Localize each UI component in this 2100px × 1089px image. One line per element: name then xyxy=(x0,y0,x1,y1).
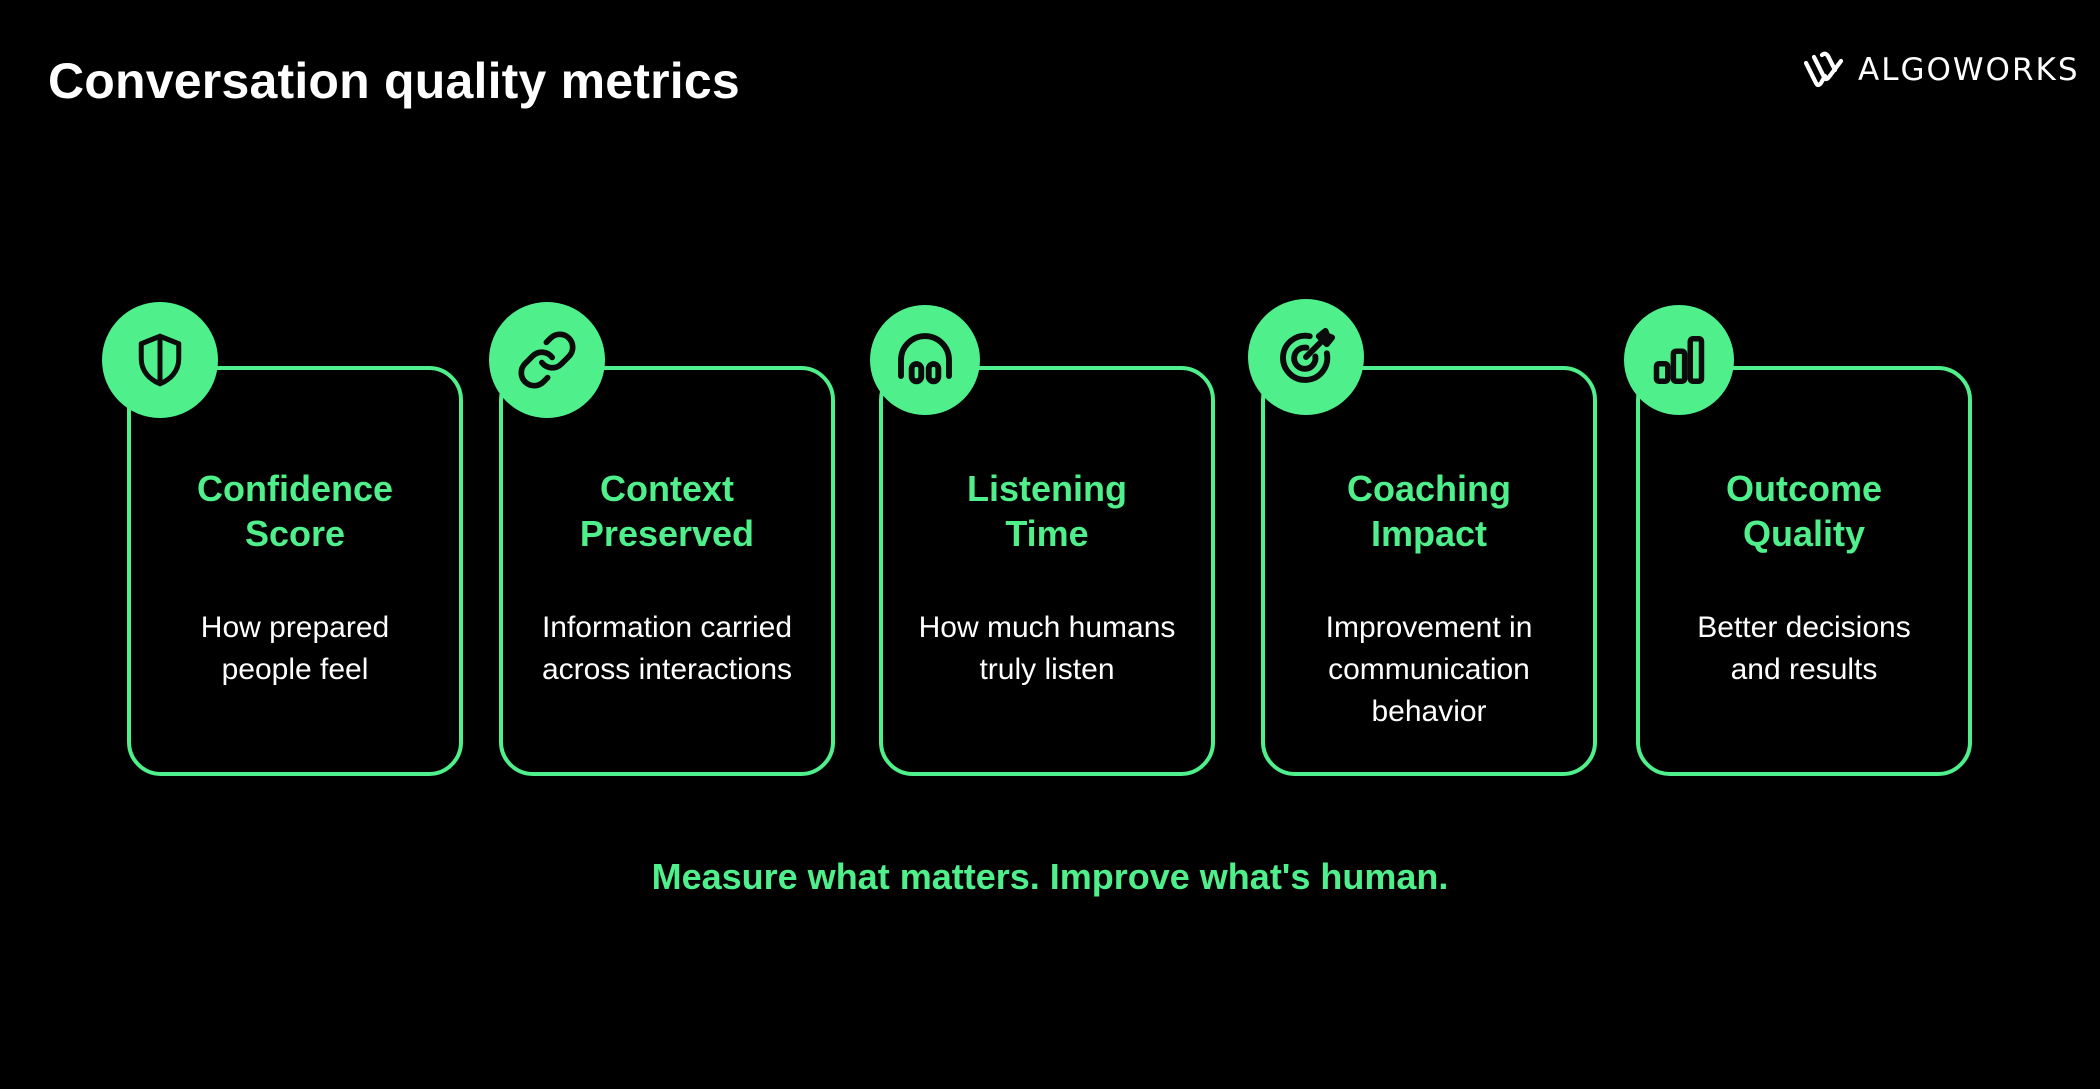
metric-badge xyxy=(1248,299,1364,415)
link-icon xyxy=(518,331,576,389)
metric-description: Improvement in communication behavior xyxy=(1325,611,1533,728)
metric-title: Confidence Score xyxy=(196,468,393,554)
brand-logo: ALGOWORKS xyxy=(1800,46,2080,94)
metric-badge xyxy=(870,305,980,415)
metric-card-context-preserved: Context Preserved Information carried ac… xyxy=(499,366,835,776)
metric-description: Information carried across interactions xyxy=(541,611,793,686)
metric-description: Better decisions and results xyxy=(1697,611,1911,686)
metric-title: Context Preserved xyxy=(579,468,755,554)
metric-card-coaching-impact: Coaching Impact Improvement in communica… xyxy=(1261,366,1597,776)
metric-card-confidence-score: Confidence Score How prepared people fee… xyxy=(127,366,463,776)
page-title: Conversation quality metrics xyxy=(48,53,740,109)
metric-card-outcome-quality: Outcome Quality Better decisions and res… xyxy=(1636,366,1972,776)
metric-title: Outcome Quality xyxy=(1725,468,1883,554)
metric-title: Coaching Impact xyxy=(1346,468,1511,554)
metric-card-listening-time: Listening Time How much humans truly lis… xyxy=(879,366,1215,776)
brand-name: ALGOWORKS xyxy=(1858,52,2080,88)
metric-description: How much humans truly listen xyxy=(918,611,1176,686)
metric-title: Listening Time xyxy=(967,468,1127,554)
metric-badge xyxy=(1624,305,1734,415)
headphones-icon xyxy=(898,333,952,385)
target-icon xyxy=(1280,327,1336,383)
algoworks-logo-icon xyxy=(1803,51,1844,88)
metric-badge xyxy=(102,302,218,418)
bar-chart-icon xyxy=(1653,336,1705,384)
tagline: Measure what matters. Improve what's hum… xyxy=(651,856,1449,897)
shield-icon xyxy=(138,333,182,387)
metric-badge xyxy=(489,302,605,418)
metric-description: How prepared people feel xyxy=(200,611,390,686)
